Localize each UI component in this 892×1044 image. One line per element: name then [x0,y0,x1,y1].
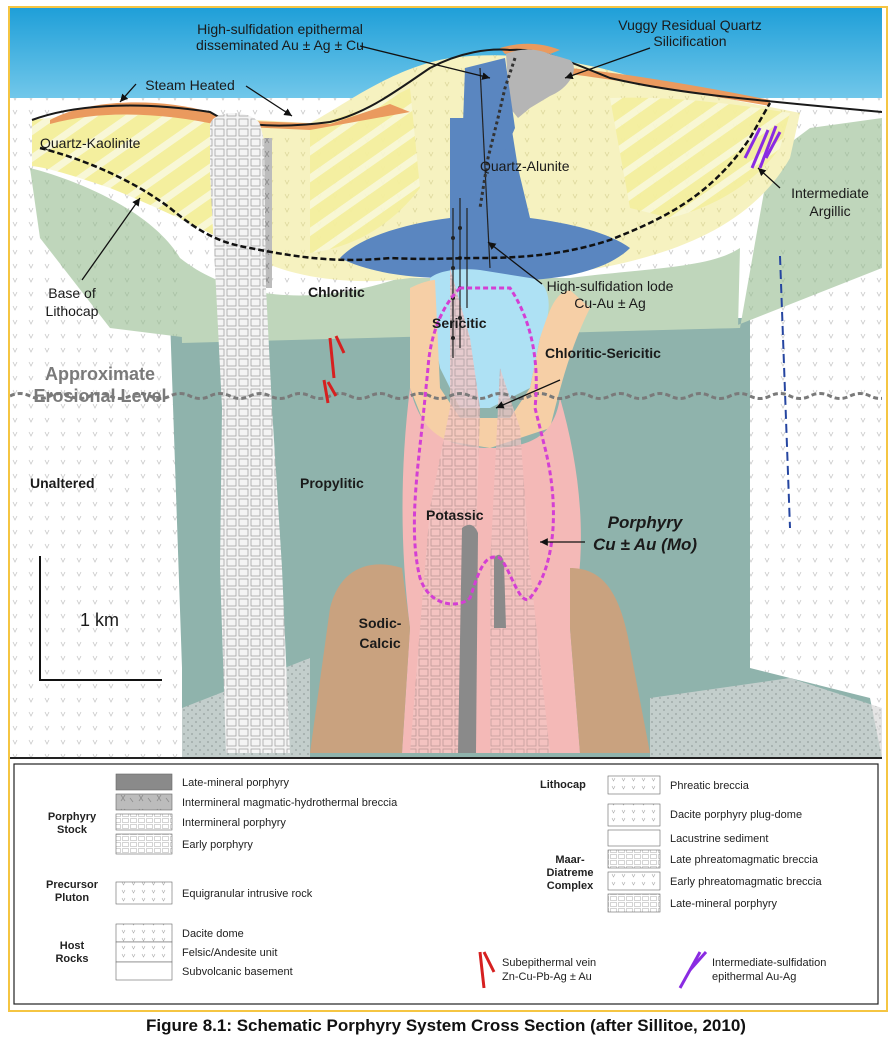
legend-left-item-2: Intermineral magmatic-hydrothermal brecc… [182,797,398,809]
label-vuggy-2: Silicification [653,33,726,49]
legend-precursor-pluton-2: Pluton [55,892,89,904]
legend-porphyry-stock-1: Porphyry [48,811,97,823]
legend-left-item-4: Early porphyry [182,839,253,851]
figure-caption: Figure 8.1: Schematic Porphyry System Cr… [0,1016,892,1036]
label-base-lithocap-2: Lithocap [46,303,99,319]
legend-right-item-1: Phreatic breccia [670,780,750,792]
legend-intermediate-1: Intermediate-sulfidation [712,957,826,969]
legend-porphyry-stock-2: Stock [57,824,88,836]
cross-section-diagram: High-sulfidation epithermal disseminated… [10,8,882,1008]
label-hs-epithermal-2: disseminated Au ± Ag ± Cu [196,37,364,53]
label-quartz-alunite: Quartz-Alunite [480,158,570,174]
label-hs-epithermal-1: High-sulfidation epithermal [197,21,363,37]
label-quartz-kaolinite: Quartz-Kaolinite [40,135,141,151]
legend-subepithermal-2: Zn-Cu-Pb-Ag ± Au [502,971,592,983]
legend-right-item-6: Late-mineral porphyry [670,898,777,910]
label-potassic: Potassic [426,507,484,523]
label-intermediate-argillic-1: Intermediate [791,185,869,201]
legend-lithocap: Lithocap [540,779,586,791]
label-chloritic: Chloritic [308,284,365,300]
legend-host-rocks-1: Host [60,940,85,952]
label-sodic-calcic-1: Sodic- [359,615,402,631]
label-porphyry-2: Cu ± Au (Mo) [593,535,697,554]
legend-right-item-5: Early phreatomagmatic breccia [670,876,823,888]
legend-maar-2: Diatreme [546,867,593,879]
label-unaltered: Unaltered [30,475,95,491]
label-hs-lode-1: High-sulfidation lode [547,278,674,294]
legend: Porphyry Stock Precursor Pluton Host Roc… [14,764,878,1004]
legend-left-item-5: Equigranular intrusive rock [182,888,313,900]
label-sericitic: Sericitic [432,315,487,331]
label-steam-heated: Steam Heated [145,77,235,93]
label-base-lithocap-1: Base of [48,285,96,301]
legend-left-item-8: Subvolcanic basement [182,966,293,978]
legend-left-item-1: Late-mineral porphyry [182,777,289,789]
label-intermediate-argillic-2: Argillic [809,203,850,219]
legend-left-item-3: Intermineral porphyry [182,817,286,829]
label-sodic-calcic-2: Calcic [359,635,400,651]
legend-right-item-2: Dacite porphyry plug-dome [670,809,802,821]
legend-left-item-7: Felsic/Andesite unit [182,947,277,959]
legend-right-item-3: Lacustrine sediment [670,833,768,845]
legend-maar-1: Maar- [555,854,585,866]
label-erosional-1: Approximate [45,364,155,384]
legend-precursor-pluton-1: Precursor [46,879,99,891]
label-porphyry-1: Porphyry [608,513,684,532]
legend-host-rocks-2: Rocks [55,953,88,965]
label-hs-lode-2: Cu-Au ± Ag [574,295,646,311]
label-erosional-2: Erosional Level [33,386,166,406]
legend-maar-3: Complex [547,880,594,892]
label-propylitic: Propylitic [300,475,364,491]
legend-subepithermal-1: Subepithermal vein [502,957,596,969]
legend-intermediate-2: epithermal Au-Ag [712,971,796,983]
label-chloritic-sericitic: Chloritic-Sericitic [545,345,661,361]
label-scale: 1 km [80,610,119,630]
legend-left-item-6: Dacite dome [182,928,244,940]
label-vuggy-1: Vuggy Residual Quartz [618,17,761,33]
legend-right-item-4: Late phreatomagmatic breccia [670,854,819,866]
